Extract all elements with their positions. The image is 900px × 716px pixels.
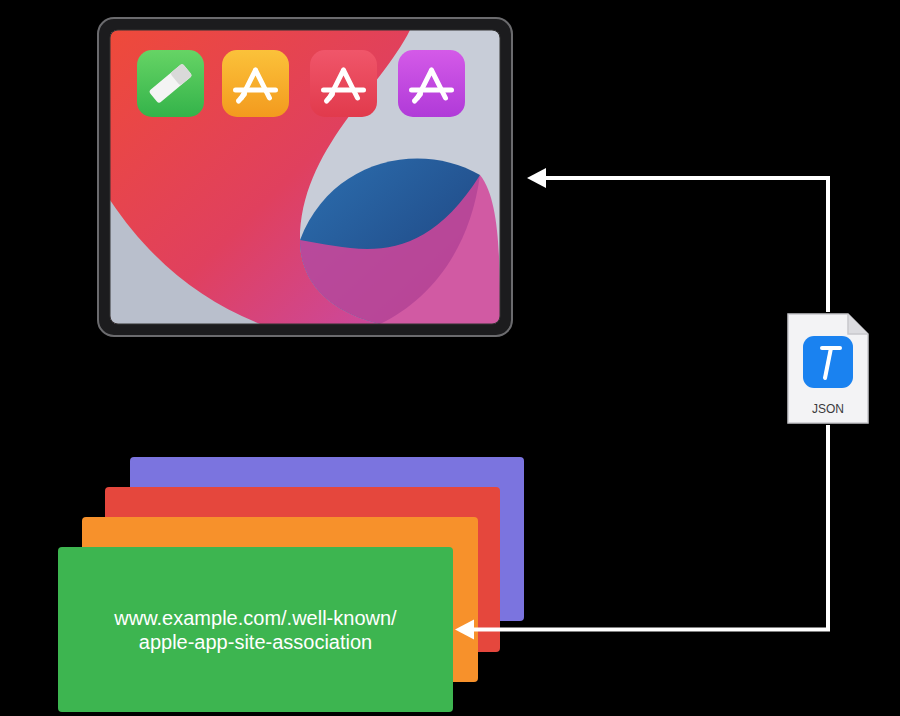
connector	[455, 425, 828, 640]
url-text: www.example.com/.well-known/ apple-app-s…	[91, 606, 421, 654]
website-card: www.example.com/.well-known/ apple-app-s…	[58, 547, 453, 712]
file-type-label: JSON	[812, 402, 844, 416]
json-file: JSON	[786, 312, 870, 425]
